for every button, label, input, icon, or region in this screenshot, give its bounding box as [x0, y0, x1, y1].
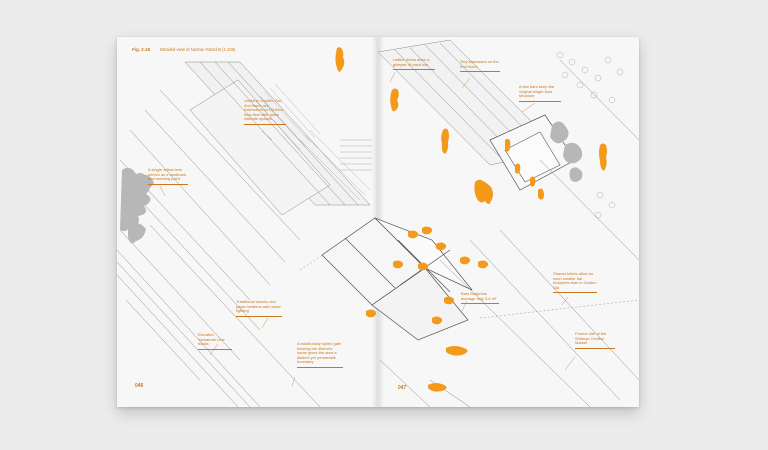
page-number-right: 047 [398, 385, 407, 391]
bicycles [556, 51, 624, 219]
tree-shadows-right [550, 121, 583, 182]
annotation-lattice-doors: Lattice doors allow a glimpse of each ba… [393, 57, 435, 71]
figure-number: Fig. 2.18 [132, 47, 151, 52]
annotation-leaders [159, 71, 576, 387]
annotation-elevated-line: Elevated Yamanote Line tracks [198, 332, 232, 350]
left-building-block [119, 61, 372, 381]
page-number-left: 046 [135, 383, 144, 389]
right-building-block [377, 39, 639, 407]
figure-title: Detailed view of Nonbei Yokochō (1:100) [160, 47, 236, 52]
annotation-willow-tree: A single willow tree serves as a landmar… [148, 167, 188, 185]
annotation-paper-lanterns: Traditional shochu red paper lanterns ad… [236, 299, 282, 317]
dashed-boundaries [299, 249, 639, 319]
annotation-single-floor-bars: A few bars keep the original single floo… [519, 84, 561, 102]
annotation-bar-footprints: Bars footprints average only 3.6 m² [461, 291, 499, 305]
annotation-tiny-staircases: Tiny staircases on the 2nd floors [460, 59, 500, 73]
central-bar-block [321, 217, 473, 341]
annotation-shared-toilets: Shared toilets allow for each smaller ba… [553, 271, 597, 294]
tree-shadows-left [120, 167, 154, 244]
people-figures [335, 47, 607, 392]
annotation-district-gate: A traditionally styled gate bearing the … [297, 341, 343, 368]
elevated-tracks [117, 224, 321, 407]
annotation-golden-gai-floors: Unlike in Golden Gai, 2nd floors are ext… [244, 98, 286, 125]
annotation-former-market: Former site of the Shibuya Central Marke… [575, 331, 615, 349]
